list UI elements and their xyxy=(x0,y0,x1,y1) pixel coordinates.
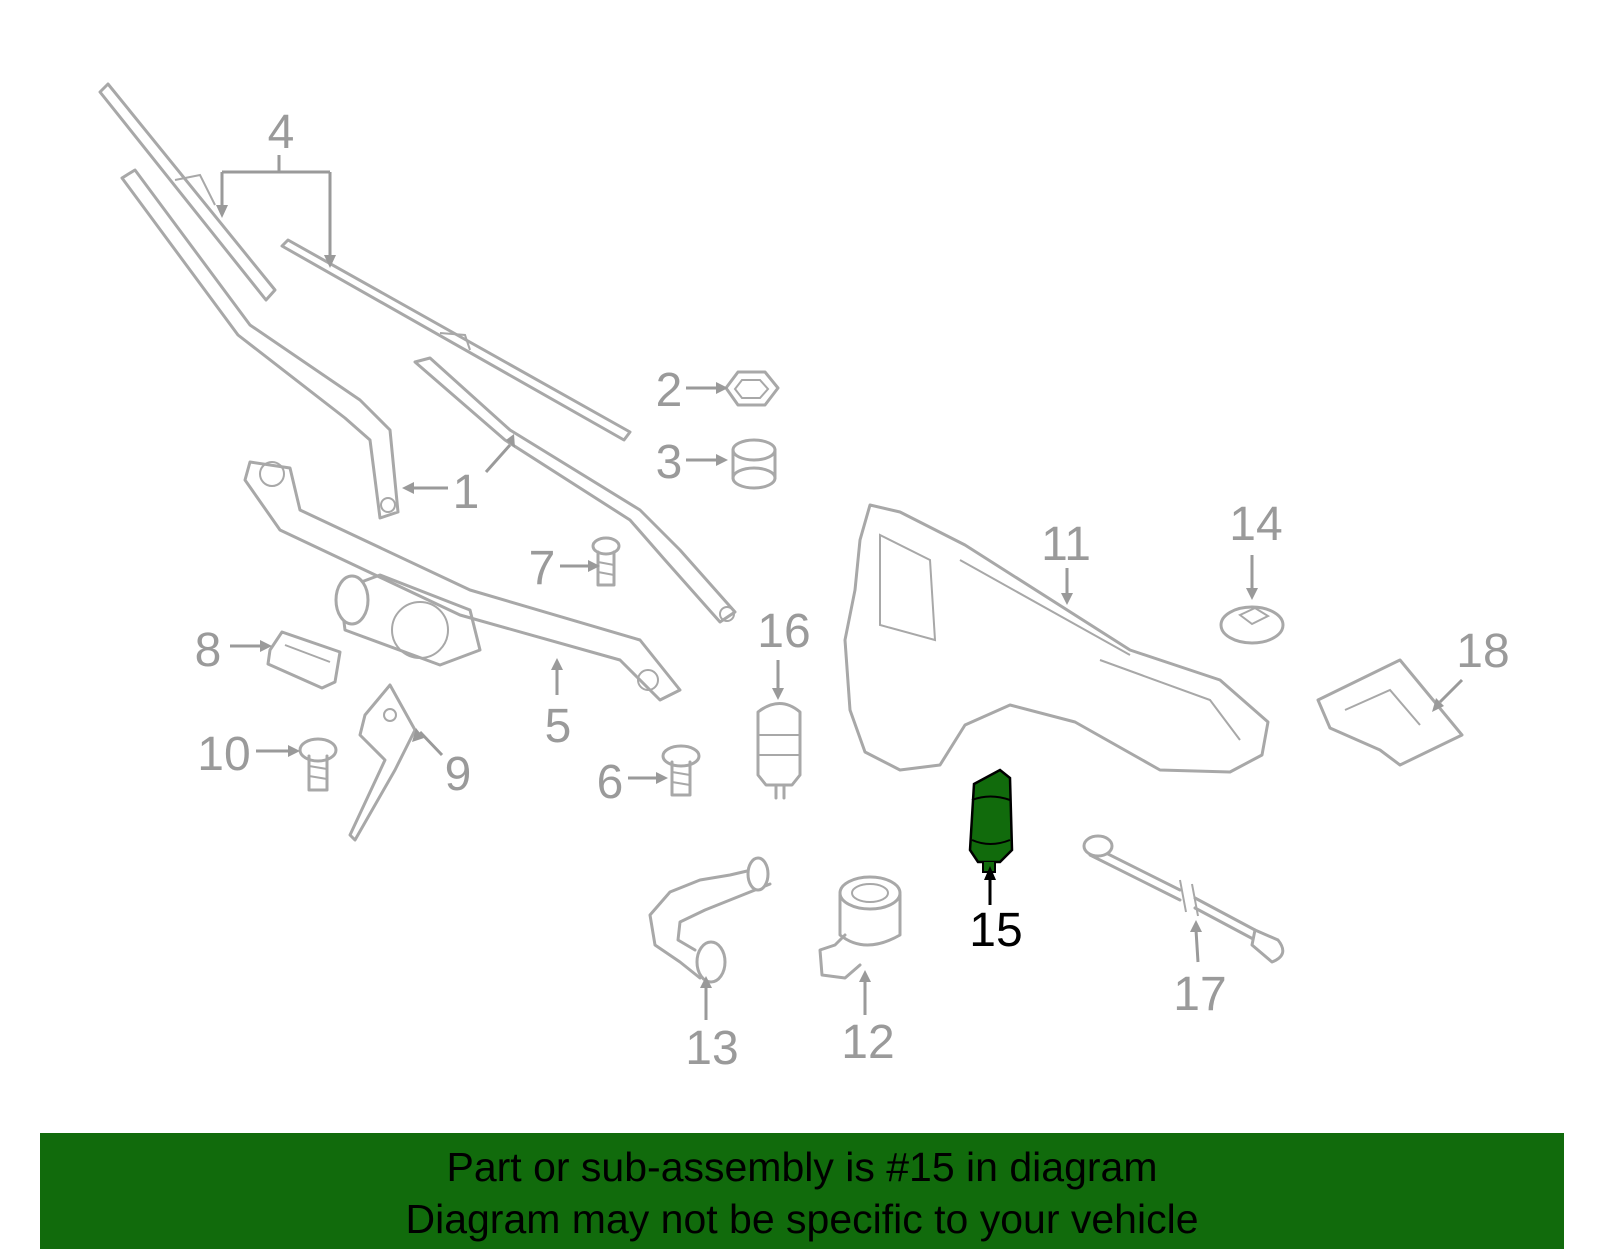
washer-reservoir xyxy=(843,503,1270,774)
callout-11: 11 xyxy=(1041,518,1091,571)
clip-8 xyxy=(266,630,342,690)
callout-7: 7 xyxy=(529,542,556,595)
wiper-arm-left xyxy=(120,168,400,520)
wiper-arm-right xyxy=(413,356,737,624)
bracket-9 xyxy=(348,683,417,842)
callout-13: 13 xyxy=(685,1022,738,1075)
callout-6: 6 xyxy=(597,756,624,809)
callout-10: 10 xyxy=(197,728,250,781)
info-banner: Part or sub-assembly is #15 in diagram D… xyxy=(40,1133,1564,1249)
callout-2: 2 xyxy=(656,364,683,417)
wiper-blade-right xyxy=(280,238,632,442)
callout-16: 16 xyxy=(757,605,810,658)
bracket-18 xyxy=(1316,658,1464,767)
banner-line-2: Diagram may not be specific to your vehi… xyxy=(405,1196,1199,1242)
callout-4: 4 xyxy=(268,106,295,159)
callout-12: 12 xyxy=(841,1016,894,1069)
banner-line-1: Part or sub-assembly is #15 in diagram xyxy=(446,1144,1158,1190)
filler-cap xyxy=(1219,605,1285,645)
callout-1: 1 xyxy=(453,466,480,519)
callout-18: 18 xyxy=(1456,625,1509,678)
callout-15: 15 xyxy=(969,904,1022,957)
washer-pump-15-highlighted xyxy=(968,768,1014,873)
callout-5: 5 xyxy=(545,700,572,753)
grommet-12 xyxy=(818,875,902,980)
pump-16 xyxy=(756,702,802,800)
nut-part xyxy=(724,370,780,407)
callout-3: 3 xyxy=(656,436,683,489)
screw-10 xyxy=(298,737,338,792)
callout-14: 14 xyxy=(1229,498,1282,551)
screw-7 xyxy=(591,536,621,587)
callout-labels: 4 2 3 1 7 16 8 5 10 9 6 11 14 18 15 13 1… xyxy=(195,106,1510,1075)
callout-9: 9 xyxy=(445,748,472,801)
wiper-linkage xyxy=(243,460,682,702)
cap-part xyxy=(731,438,777,490)
callout-17: 17 xyxy=(1173,968,1226,1021)
leader-lines xyxy=(216,155,1464,1020)
screw-6 xyxy=(661,744,701,797)
callout-8: 8 xyxy=(195,624,222,677)
hose-13 xyxy=(648,856,772,984)
sensor-17 xyxy=(1082,834,1285,964)
wiper-blade-left xyxy=(98,82,277,302)
